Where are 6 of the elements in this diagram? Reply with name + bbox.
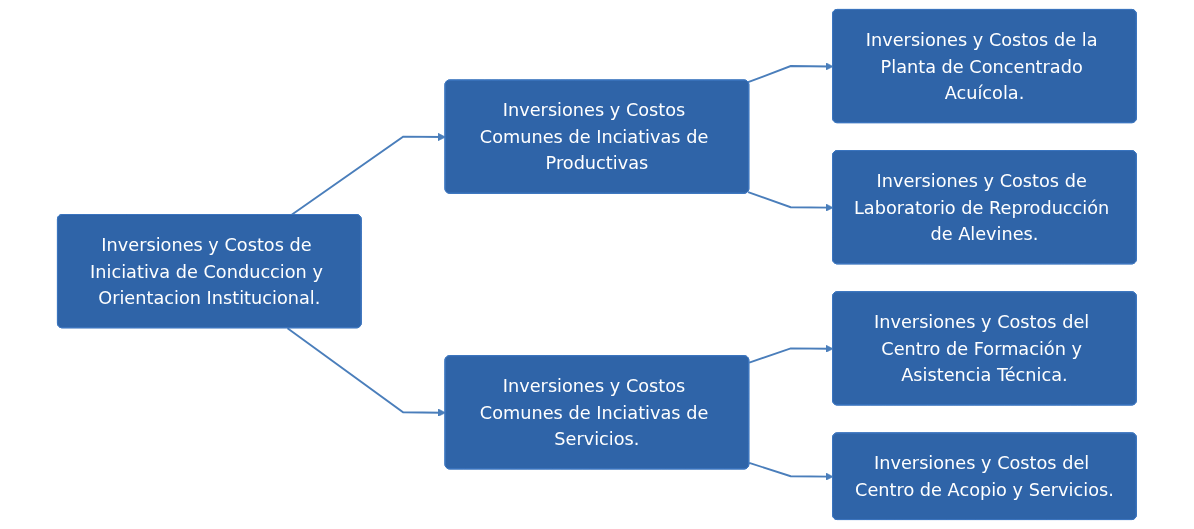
arrow — [748, 344, 834, 364]
arrow — [286, 327, 446, 417]
arrow — [747, 62, 834, 84]
arrow — [290, 132, 446, 216]
arrow — [747, 191, 834, 212]
arrow — [748, 461, 834, 481]
